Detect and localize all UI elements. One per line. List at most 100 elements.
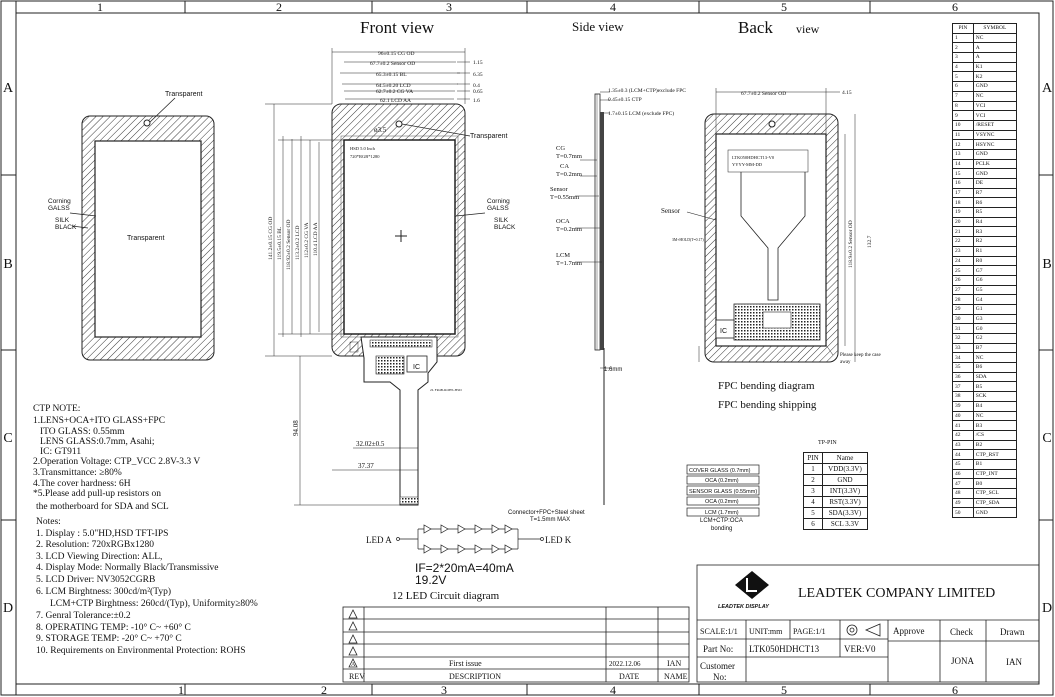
logo-text: LEADTEK DISPLAY: [718, 604, 770, 610]
col-label: 2: [276, 0, 282, 14]
pin-name-cell: GND: [972, 507, 1018, 519]
pin-number-cell: 31: [952, 323, 974, 334]
back-keep-label: Please keep the case: [840, 353, 881, 358]
left-panel-drawing: Transparent Transparent Corning GALSS SI…: [48, 91, 215, 361]
pin-number-cell: 37: [952, 381, 974, 393]
row-label: C: [1042, 431, 1051, 446]
pin-name-cell: VCI: [972, 110, 1018, 121]
back-dim-right: 4.15: [842, 90, 852, 96]
pin-number-cell: 6: [803, 518, 823, 530]
stack-caption: LCM+CTP:OCA: [700, 518, 743, 524]
pin-name-cell: CTP_SCL: [972, 488, 1018, 499]
back-dim-width: 67.7±0.2 Sensor OD: [741, 91, 786, 97]
pin-name-cell: G0: [972, 323, 1018, 334]
customer-no-label: No:: [713, 672, 727, 682]
led-circuit: [396, 524, 544, 554]
pin-name-cell: RST(3.3V): [822, 496, 868, 508]
col-label: 3: [446, 0, 452, 14]
pin-number-cell: 19: [952, 207, 974, 218]
side-cg: CG: [556, 145, 565, 152]
scale-field: SCALE:1/1: [700, 627, 738, 636]
ctp-note-line: CTP NOTE:: [33, 404, 81, 414]
pin-name-cell: K2: [972, 71, 1018, 83]
side-dim-lcm: 1.7±0.15 LCM (exclude FPC): [608, 110, 674, 117]
note-line: 4. Display Mode: Normally Black/Transmis…: [36, 563, 219, 573]
pin-number-cell: 43: [952, 439, 974, 451]
pin-name-cell: NC: [972, 352, 1018, 364]
pin-number-cell: 33: [952, 342, 974, 354]
unit-field: UNIT:mm: [749, 627, 783, 636]
pin-number-cell: 25: [952, 265, 974, 276]
dim-right-2: 6.35: [473, 72, 483, 78]
note-line: 3. LCD Viewing Direction: ALL,: [36, 552, 163, 562]
silk-label: SILK: [494, 217, 509, 224]
pin-number-cell: 44: [952, 449, 974, 460]
pin-number-cell: 4: [803, 496, 823, 508]
pin-name-cell: VDD(3.3V): [822, 463, 868, 475]
pin-number-cell: 28: [952, 294, 974, 305]
led-current: IF=2*20mA=40mA: [415, 561, 514, 575]
connector-label: Connector+FPC+Steel sheet: [508, 510, 585, 516]
page-field: PAGE:1/1: [793, 627, 826, 636]
col-label: 1: [97, 0, 103, 14]
pin-name-cell: R4: [972, 216, 1018, 228]
pin-number-cell: 20: [952, 216, 974, 228]
pin-number-cell: 45: [952, 458, 974, 470]
note-line: 9. STORAGE TEMP: -20° C~ +70° C: [36, 634, 182, 644]
pin-number-cell: 26: [952, 274, 974, 286]
pin-number-cell: 48: [952, 488, 974, 499]
pin-number-cell: 11: [952, 129, 974, 141]
side-oca: OCA: [556, 218, 570, 225]
side-ca: CA: [560, 163, 569, 170]
dim-lcd-aa: 62.1 LCD AA: [380, 98, 411, 104]
pin-name-cell: SDA(3.3V): [822, 507, 868, 519]
pin-name-cell: CTP_INT: [972, 468, 1018, 480]
pin-name-cell: R2: [972, 236, 1018, 247]
dim-v-bl: 119.5±0.15 BL: [277, 226, 283, 260]
pin-name-cell: B4: [972, 400, 1018, 412]
pin-name-cell: G7: [972, 265, 1018, 276]
pin-number-cell: 5: [952, 71, 974, 83]
pin-number-cell: 27: [952, 284, 974, 296]
corning-label: Corning: [487, 198, 510, 205]
back-ic-label: IC: [720, 328, 727, 335]
customer-label: Customer: [700, 661, 735, 671]
part-label: Part No:: [703, 644, 733, 654]
side-oca-thickness: T=0.2mm: [556, 226, 582, 233]
col-label: 6: [952, 0, 958, 14]
back-label-date: YYYY-MM-DD: [732, 162, 763, 167]
title-block: [696, 564, 1040, 683]
pin-number-cell: 9: [952, 110, 974, 121]
galss-label: GALSS: [48, 205, 70, 212]
col-label: 6: [952, 683, 958, 697]
transparent-label-top: Transparent: [165, 91, 203, 98]
pin-number-cell: PIN: [803, 452, 823, 464]
rev-header: REV: [349, 672, 365, 681]
note-line: 10. Requirements on Environmental Protec…: [36, 646, 246, 656]
side-lcm: LCM: [556, 252, 570, 259]
ctp-note-line: 4.The cover hardness: 6H: [33, 479, 131, 489]
side-cg-thickness: T=0.7mm: [556, 153, 582, 160]
dim-fpc-width: 32.02±0.5: [356, 440, 385, 448]
black-label: BLACK: [494, 224, 516, 231]
frame-labels: 1 2 3 4 5 6 1 2 3 4 5 6 A B C D A B C D: [3, 0, 1053, 697]
pin-name-cell: CTP_RST: [972, 449, 1018, 460]
tp-pin-title: TP-PIN: [818, 440, 837, 446]
connector-thickness: T=1.5mm MAX: [530, 517, 570, 523]
version-field: VER:V0: [844, 644, 876, 654]
col-label: 5: [781, 683, 787, 697]
pin-name-cell: K1: [972, 61, 1018, 73]
